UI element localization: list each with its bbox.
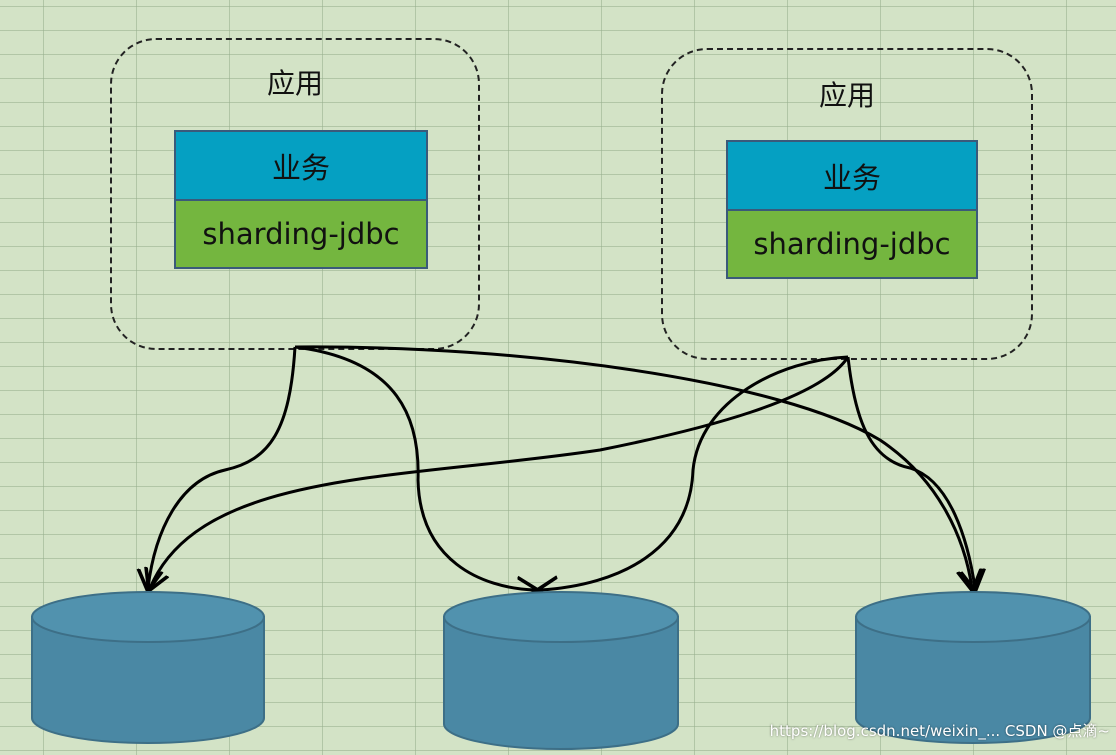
arrow-right-app-to-db3 — [846, 356, 975, 588]
app-title-left: 应用 — [266, 67, 323, 100]
business-label-left: 业务 — [271, 150, 330, 185]
database-3-top — [855, 591, 1091, 643]
csdn-watermark: https://blog.csdn.net/weixin_... CSDN @点… — [769, 722, 1110, 740]
database-2-body — [443, 616, 679, 750]
arrow-right-app-to-db2 — [540, 355, 849, 590]
business-label-right: 业务 — [822, 160, 881, 195]
database-1 — [31, 591, 265, 744]
database-3 — [855, 591, 1091, 744]
database-1-body — [31, 616, 265, 744]
app-title-right: 应用 — [818, 79, 875, 112]
database-2 — [443, 591, 679, 750]
business-layer-right: 业务 — [726, 140, 978, 211]
business-layer-left: 业务 — [174, 130, 428, 201]
sharding-jdbc-label-right: sharding-jdbc — [753, 227, 951, 261]
arrow-left-app-to-db3 — [294, 345, 972, 588]
app-container-right: 应用 业务 sharding-jdbc — [661, 48, 1033, 360]
sharding-jdbc-layer-left: sharding-jdbc — [174, 199, 428, 269]
arrow-right-app-to-db1 — [150, 356, 850, 588]
database-2-top — [443, 591, 679, 643]
arrow-left-app-to-db1 — [148, 346, 297, 588]
arrow-left-app-to-db2 — [294, 345, 535, 590]
database-1-top — [31, 591, 265, 643]
sharding-jdbc-label-left: sharding-jdbc — [202, 217, 400, 251]
sharding-jdbc-layer-right: sharding-jdbc — [726, 209, 978, 279]
app-container-left: 应用 业务 sharding-jdbc — [110, 38, 480, 350]
database-3-body — [855, 616, 1091, 744]
